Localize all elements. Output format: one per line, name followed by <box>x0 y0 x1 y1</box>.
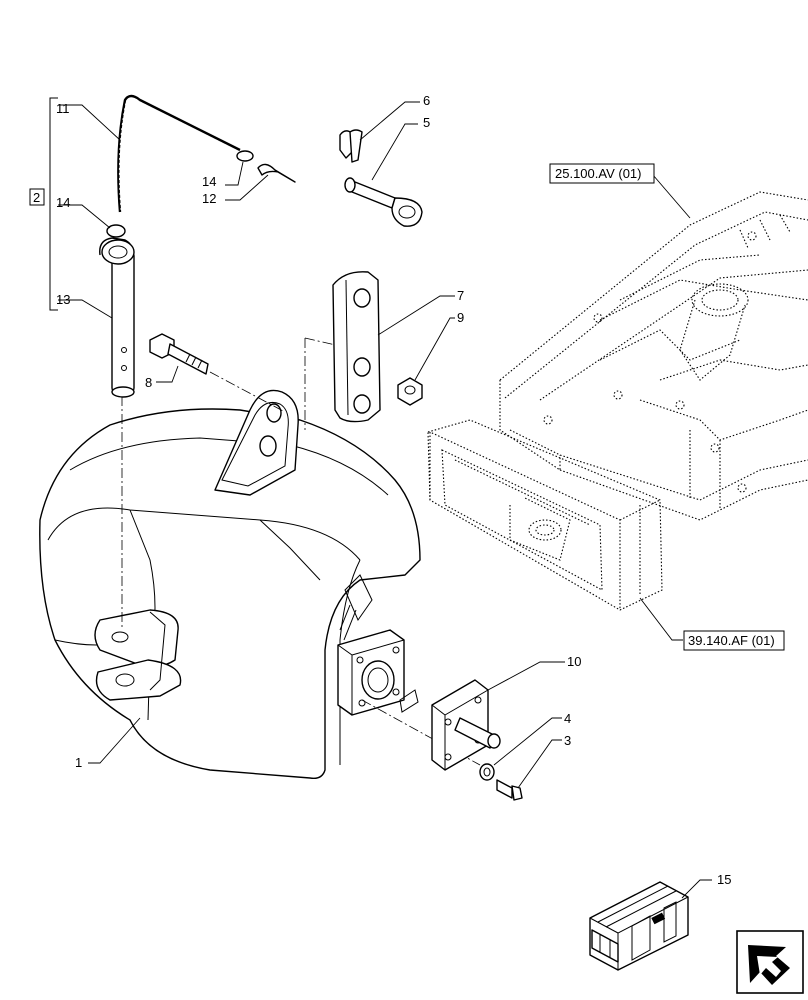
callout-14-top: 14 <box>202 174 216 189</box>
hitch-pin <box>99 237 135 398</box>
flange-shaft <box>431 679 501 771</box>
shipping-crate <box>589 881 689 971</box>
next-page-arrow-icon[interactable] <box>736 930 804 994</box>
callout-11: 11 <box>56 101 70 116</box>
callout-10: 10 <box>567 654 581 669</box>
callout-14-left: 14 <box>56 195 70 210</box>
callout-6: 6 <box>423 93 430 108</box>
clevis-pin <box>344 177 423 227</box>
front-ballast-weight <box>39 389 421 780</box>
leader-lines <box>58 101 712 899</box>
spacer-plate <box>332 271 381 423</box>
callout-8: 8 <box>145 375 152 390</box>
callout-4: 4 <box>564 711 571 726</box>
support-reference-link[interactable]: 39.140.AF (01) <box>688 633 775 648</box>
front-frame-assembly <box>499 191 808 521</box>
callout-7: 7 <box>457 288 464 303</box>
callout-5: 5 <box>423 115 430 130</box>
kit-reference-box <box>29 188 45 206</box>
callout-2: 2 <box>33 190 40 205</box>
callout-3: 3 <box>564 733 571 748</box>
callout-13: 13 <box>56 292 70 307</box>
frame-reference-box[interactable] <box>549 163 655 184</box>
bolt <box>149 333 209 375</box>
callout-1: 1 <box>75 755 82 770</box>
support-reference-box[interactable] <box>683 630 785 651</box>
callout-9: 9 <box>457 310 464 325</box>
front-support-bracket <box>427 419 663 611</box>
callout-12: 12 <box>202 191 216 206</box>
callout-15: 15 <box>717 872 731 887</box>
frame-reference-link[interactable]: 25.100.AV (01) <box>555 166 641 181</box>
